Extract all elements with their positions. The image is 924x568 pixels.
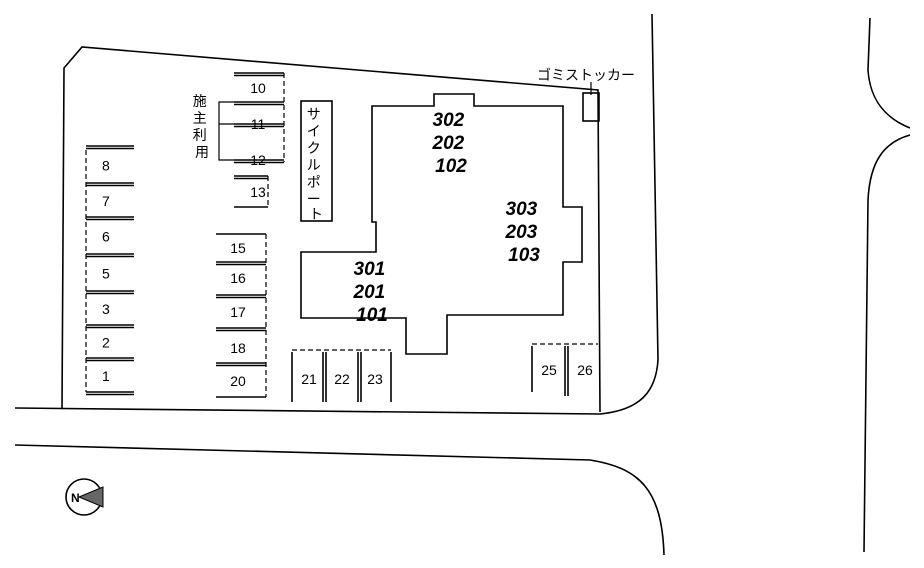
parking-slot-number: 23 [367,371,383,387]
parking-slot-number: 11 [251,116,266,132]
parking-middle-column: 15 16 17 18 20 [216,233,267,398]
parking-slot-number: 5 [102,266,110,282]
parking-slot-number: 21 [301,371,317,387]
parking-slot-number: 25 [541,362,557,378]
bike-port-label: サ イ ク ル ポ ー ト [307,107,325,223]
parking-slot-number: 13 [250,184,266,200]
parking-slot-number: 2 [102,335,110,351]
parking-slot-number: 6 [102,229,110,245]
rooms-north: 302 202 102 [432,110,470,177]
parking-slot-number: 17 [230,304,246,320]
parking-slot-number: 12 [250,152,266,168]
facility-use-label: 施 主 利 用 [193,94,211,161]
parking-slot-number: 16 [230,270,246,286]
road-edge-lower [14,444,665,556]
parking-slot-number: 3 [102,301,110,317]
parking-slot-number: 1 [102,368,110,384]
bike-port-box [300,100,333,222]
parking-right-pair: 25 26 [531,343,598,396]
parking-slot-number: 18 [230,340,246,356]
rooms-west: 301 201 101 [353,259,391,326]
parking-bottom-row: 21 22 23 [291,349,392,402]
compass-n-label: N [71,491,80,505]
garbage-stocker-label: ゴミストッカー [537,67,635,84]
road-edge-upper [14,13,659,415]
parking-slot-number: 26 [577,362,593,378]
road-edge-right-upper [867,17,911,129]
road-edge-right-lower [863,134,911,553]
north-compass-icon: N [65,478,104,516]
parking-left-column: 8 7 6 5 3 2 1 [85,145,134,396]
parking-slot-number: 7 [102,193,110,209]
facility-use-bracket [218,101,234,161]
garbage-stocker-box [582,92,600,122]
roads [14,13,911,556]
parking-slot-number: 15 [230,240,246,256]
parking-slot-number: 10 [250,80,266,96]
rooms-east: 303 203 103 [505,199,543,266]
apartment-building [300,93,583,355]
parking-slot-number: 8 [102,158,110,174]
parking-upper-group: 10 11 12 13 [234,72,285,208]
lot-boundary [61,46,601,413]
parking-slot-number: 20 [230,373,246,389]
parking-slot-number: 22 [334,371,350,387]
